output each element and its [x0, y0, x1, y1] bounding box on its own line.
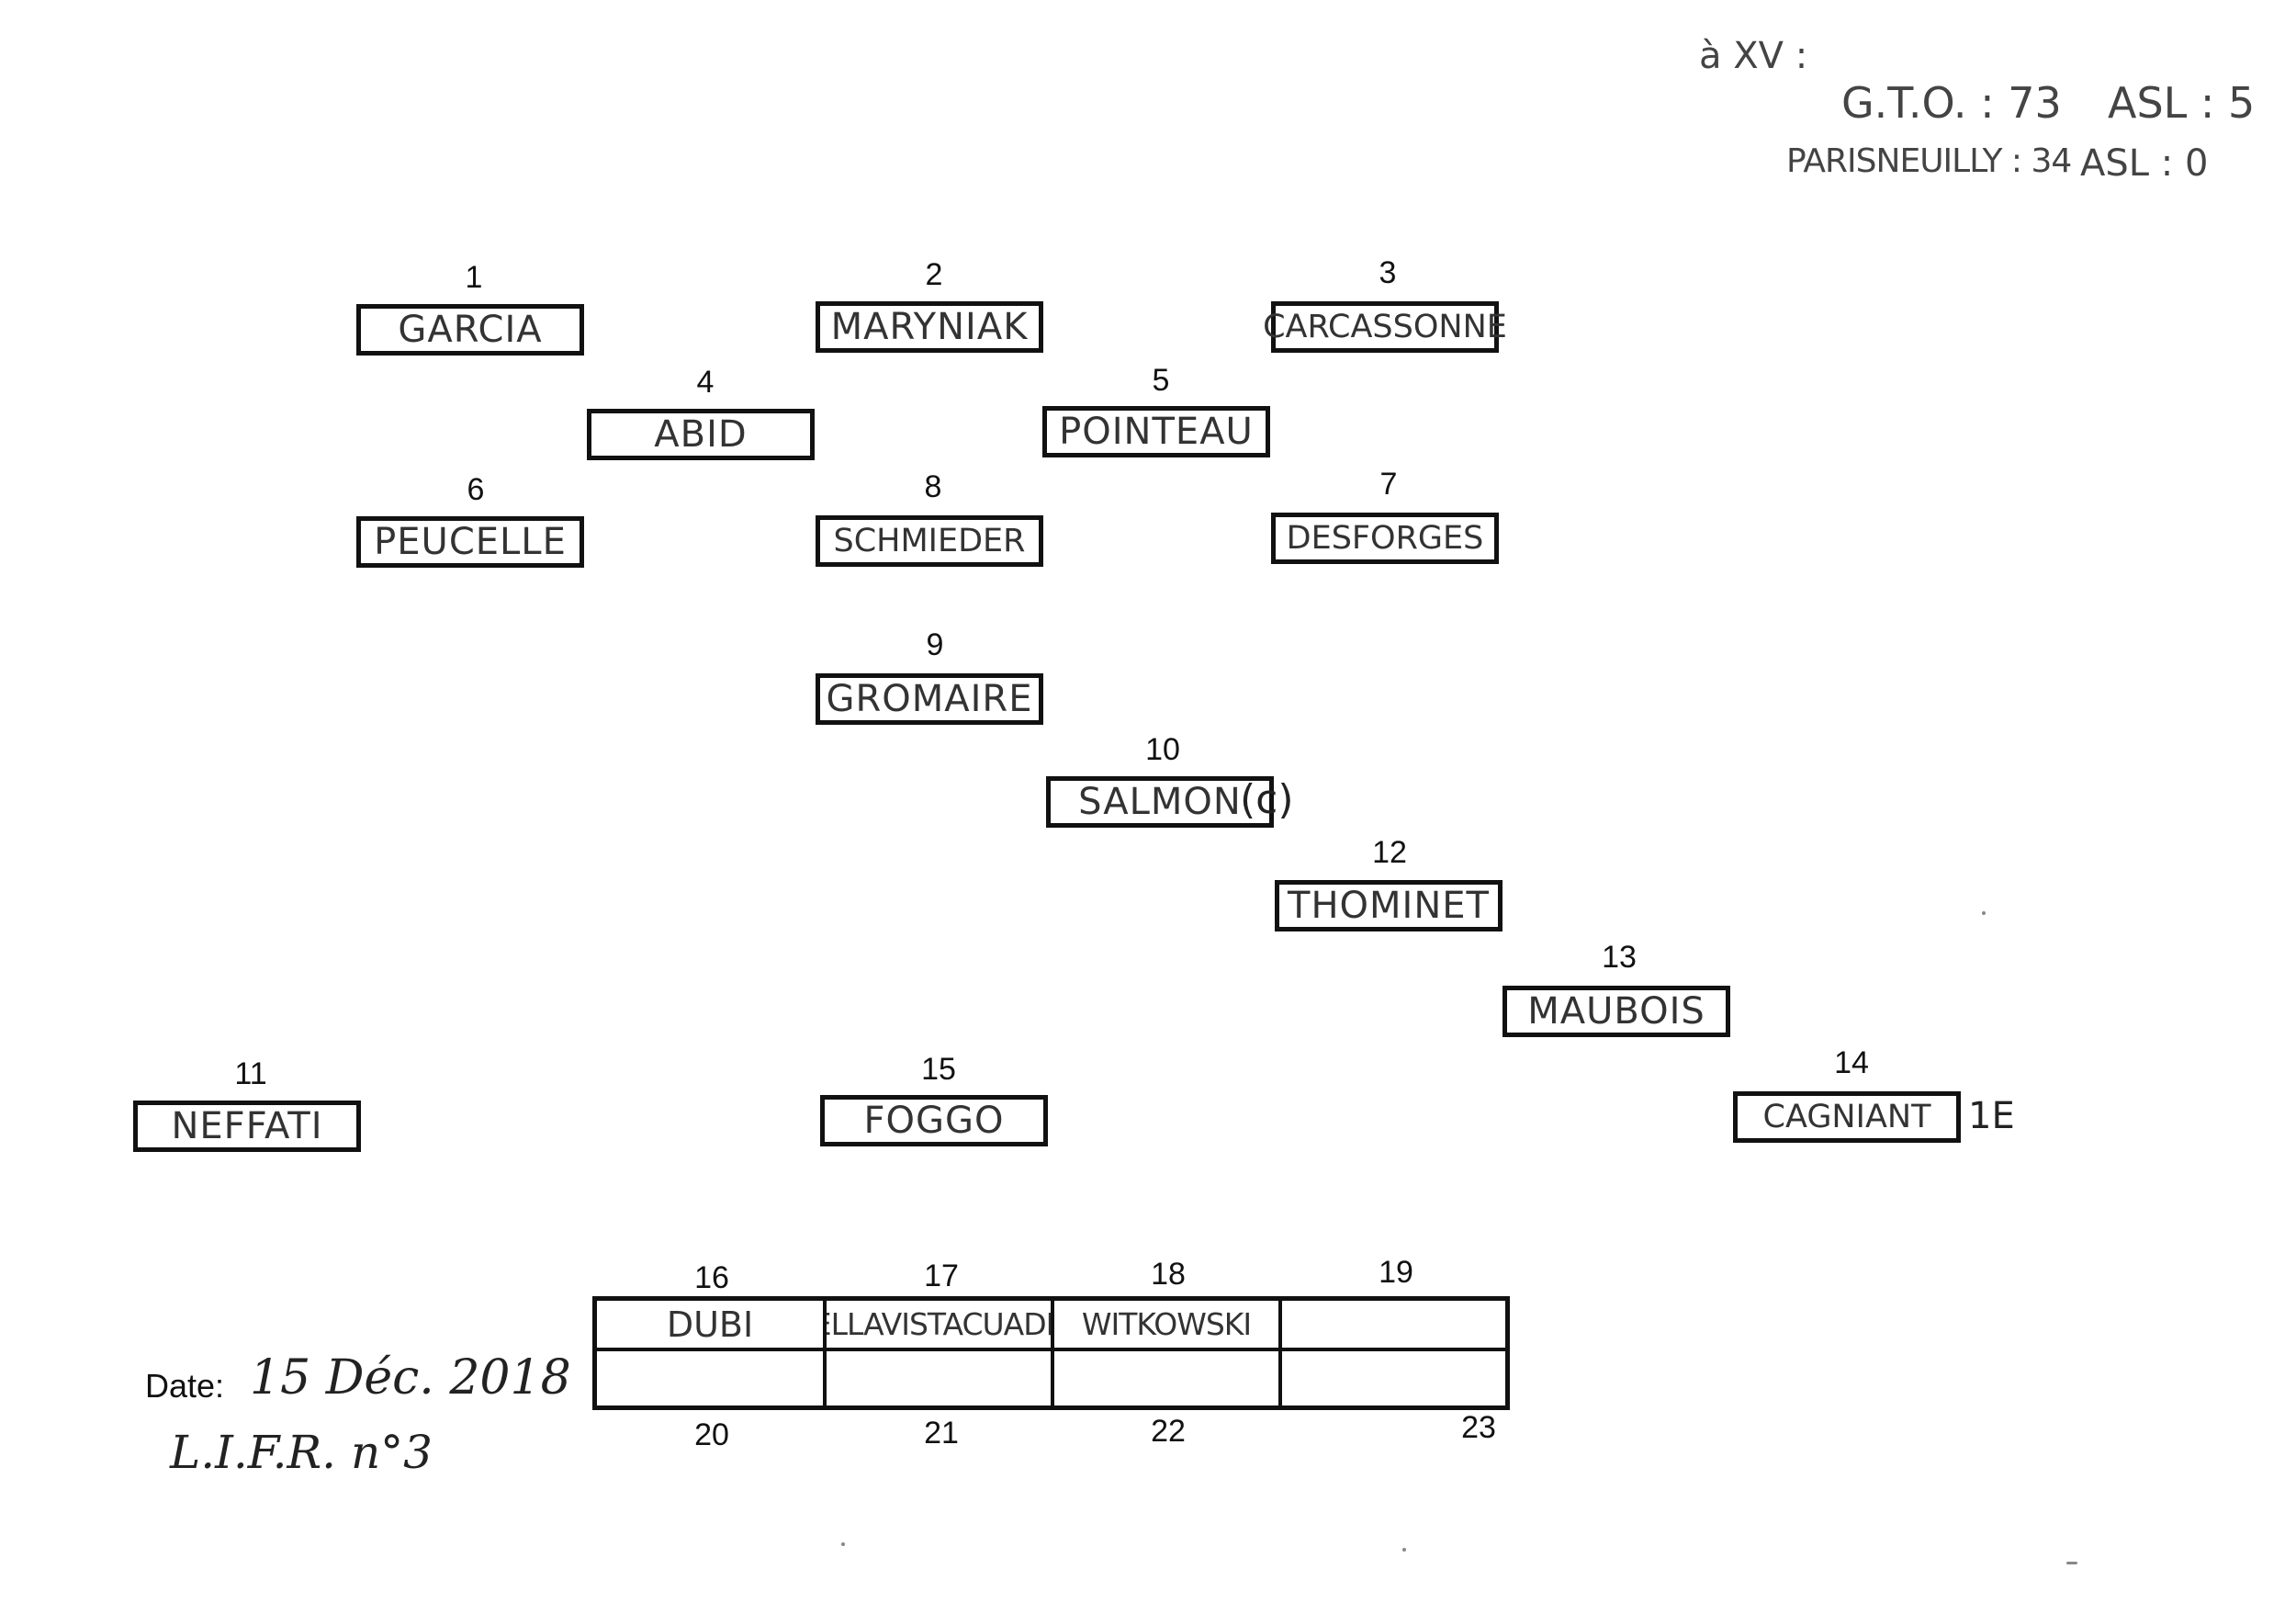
captain-mark: (c) [1240, 776, 1294, 823]
player-name-box: CARCASSONNE [1263, 301, 1507, 353]
league-label: L.I.F.R. n°3 [170, 1426, 433, 1479]
player-name-box: GROMAIRE [816, 673, 1043, 725]
date-value: 15 Déc. 2018 [250, 1350, 571, 1405]
player-name-box: MAUBOIS [1503, 986, 1730, 1037]
player-number: 7 [1379, 467, 1398, 502]
player-number: 14 [1834, 1045, 1869, 1080]
bench-cell [827, 1351, 1054, 1405]
player-number: 8 [924, 469, 942, 504]
player-number: 9 [926, 627, 944, 662]
player-name-box: NEFFATI [133, 1101, 361, 1152]
date-label: Date: [145, 1367, 225, 1405]
bench-cell [1282, 1301, 1505, 1351]
bench-number: 21 [924, 1416, 959, 1451]
scan-speck [2066, 1562, 2077, 1564]
player-name-box: CAGNIANT [1733, 1091, 1961, 1143]
player-name-box: POINTEAU [1042, 406, 1270, 457]
player-name-box: FOGGO [820, 1095, 1048, 1146]
player-number: 13 [1602, 940, 1637, 975]
player-name-box: SALMON [1046, 776, 1274, 828]
player-number: 3 [1379, 255, 1397, 290]
scan-speck [841, 1542, 845, 1546]
bench-number: 22 [1151, 1414, 1186, 1449]
player-name-box: SCHMIEDER [816, 515, 1043, 567]
player-name-box: PEUCELLE [356, 516, 584, 568]
bench-cell [1054, 1351, 1282, 1405]
player-name-box: MARYNIAK [816, 301, 1043, 353]
player-14-extra-mark: 1E [1968, 1095, 2015, 1137]
player-number: 12 [1372, 835, 1407, 870]
bench-number: 20 [694, 1417, 729, 1452]
bench-number: 17 [924, 1259, 959, 1293]
score-line-1-team: G.T.O. : 73 [1841, 78, 2062, 128]
player-name-box: ABID [587, 409, 815, 460]
bench-number: 19 [1379, 1255, 1413, 1290]
score-prefix: à XV : [1699, 35, 1808, 77]
score-line-2-team: PARISNEUILLY : 34 [1786, 142, 2072, 180]
bench-number: 18 [1151, 1257, 1186, 1292]
player-number: 4 [696, 365, 715, 400]
bench-cell [597, 1351, 827, 1405]
player-name-box: DESFORGES [1271, 513, 1499, 564]
bench-cell [1282, 1351, 1505, 1405]
bench-table: DUBI BELLAVISTACUADRA WITKOWSKI [592, 1296, 1510, 1410]
player-number: 6 [467, 472, 485, 507]
player-number: 15 [921, 1052, 956, 1087]
score-line-2-asl: ASL : 0 [2080, 142, 2209, 185]
bench-number: 16 [694, 1260, 729, 1295]
player-name-box: THOMINET [1275, 880, 1503, 931]
scan-speck [1982, 911, 1986, 915]
bench-cell: BELLAVISTACUADRA [827, 1301, 1054, 1351]
player-number: 10 [1145, 732, 1180, 767]
scan-speck [1402, 1548, 1406, 1552]
player-name-box: GARCIA [356, 304, 584, 356]
player-number: 5 [1152, 363, 1170, 398]
bench-number: 23 [1461, 1410, 1496, 1445]
bench-cell: DUBI [597, 1301, 827, 1351]
player-number: 2 [925, 257, 943, 292]
score-line-1-asl: ASL : 5 [2108, 78, 2256, 128]
bench-cell: WITKOWSKI [1054, 1301, 1282, 1351]
player-number: 11 [234, 1056, 267, 1091]
player-number: 1 [465, 260, 483, 295]
